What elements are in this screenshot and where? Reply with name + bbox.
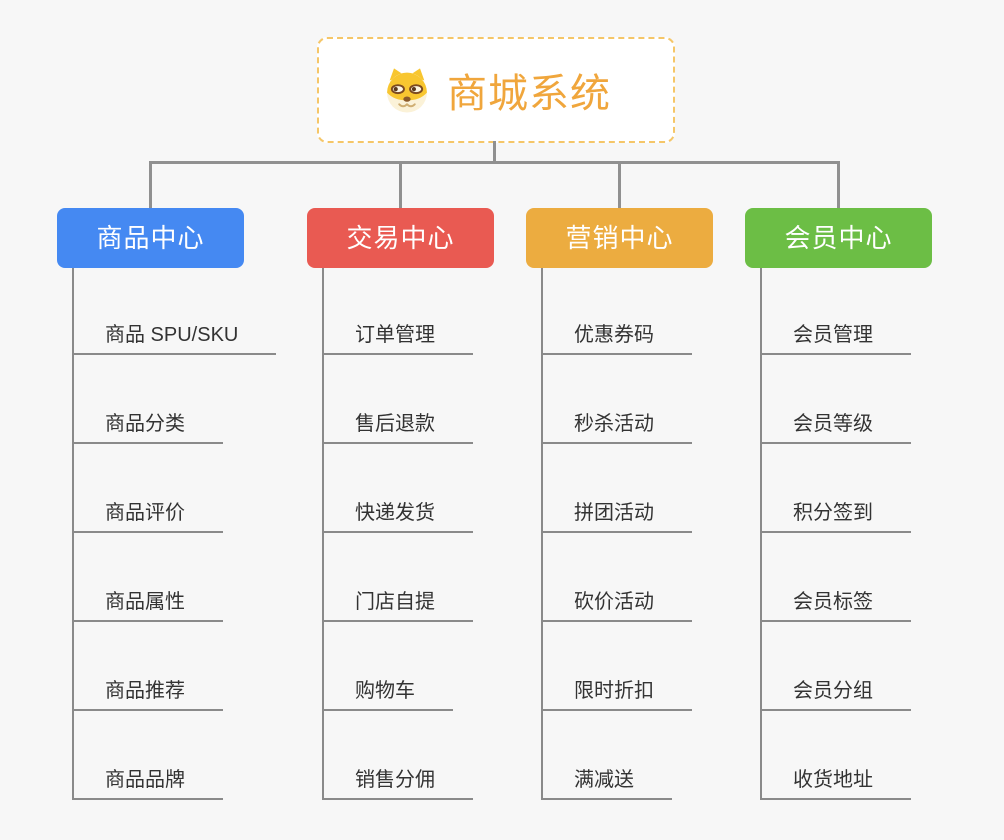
connector-root-drop (493, 141, 496, 164)
leaf-item[interactable]: 优惠券码 (541, 319, 692, 355)
connector-drop-member (837, 161, 840, 210)
leaf-item[interactable]: 积分签到 (760, 497, 911, 533)
leaf-item[interactable]: 限时折扣 (541, 675, 692, 711)
leaf-item[interactable]: 商品 SPU/SKU (72, 319, 277, 355)
category-node-member-center[interactable]: 会员中心 (745, 208, 932, 268)
leaf-item[interactable]: 商品品牌 (72, 764, 223, 800)
leaf-item[interactable]: 商品评价 (72, 497, 223, 533)
leaf-item[interactable]: 商品推荐 (72, 675, 223, 711)
category-node-trade-center[interactable]: 交易中心 (307, 208, 494, 268)
connector-drop-marketing (618, 161, 621, 210)
leaf-item[interactable]: 会员分组 (760, 675, 911, 711)
category-node-marketing-center[interactable]: 营销中心 (526, 208, 713, 268)
branch-trunk-line (760, 268, 762, 800)
connector-bus-line (149, 161, 840, 164)
leaf-item[interactable]: 砍价活动 (541, 586, 692, 622)
leaf-item[interactable]: 会员等级 (760, 408, 911, 444)
connector-drop-trade (399, 161, 402, 210)
branch-member-center: 会员中心 会员管理 会员等级 积分签到 会员标签 会员分组 收货地址 (745, 208, 1004, 818)
branch-product-center: 商品中心 商品 SPU/SKU 商品分类 商品评价 商品属性 商品推荐 商品品牌 (57, 208, 317, 818)
leaf-item[interactable]: 门店自提 (322, 586, 473, 622)
root-title: 商城系统 (447, 72, 611, 116)
branch-marketing-center: 营销中心 优惠券码 秒杀活动 拼团活动 砍价活动 限时折扣 满减送 (526, 208, 786, 818)
root-node-mall-system[interactable]: 商城系统 (317, 37, 675, 143)
branch-trunk-line (322, 268, 324, 800)
leaf-item[interactable]: 会员标签 (760, 586, 911, 622)
leaf-item[interactable]: 商品属性 (72, 586, 223, 622)
leaf-item[interactable]: 快递发货 (322, 497, 473, 533)
leaf-item[interactable]: 拼团活动 (541, 497, 692, 533)
shiba-dog-icon (387, 68, 427, 113)
leaf-item[interactable]: 销售分佣 (322, 764, 473, 800)
leaf-item[interactable]: 商品分类 (72, 408, 223, 444)
leaf-item[interactable]: 收货地址 (760, 764, 911, 800)
branch-trunk-line (541, 268, 543, 800)
branch-trade-center: 交易中心 订单管理 售后退款 快递发货 门店自提 购物车 销售分佣 (307, 208, 567, 818)
connector-drop-product (149, 161, 152, 210)
leaf-item[interactable]: 购物车 (322, 675, 453, 711)
leaf-item[interactable]: 订单管理 (322, 319, 473, 355)
leaf-item[interactable]: 售后退款 (322, 408, 473, 444)
category-node-product-center[interactable]: 商品中心 (57, 208, 244, 268)
leaf-item[interactable]: 会员管理 (760, 319, 911, 355)
branch-trunk-line (72, 268, 74, 800)
leaf-item[interactable]: 满减送 (541, 764, 672, 800)
leaf-item[interactable]: 秒杀活动 (541, 408, 692, 444)
